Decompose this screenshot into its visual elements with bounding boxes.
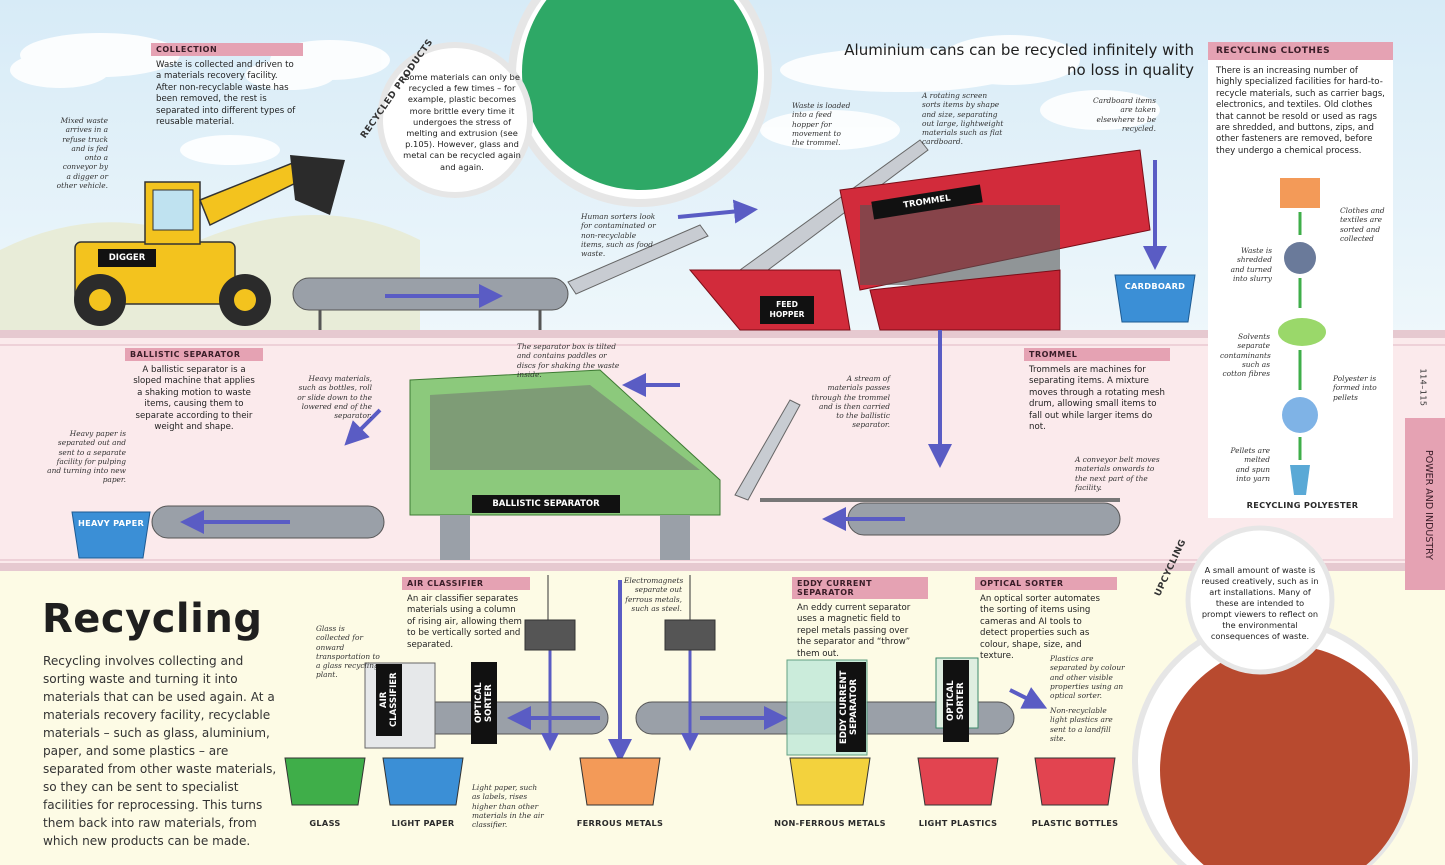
collection-header: COLLECTION: [151, 43, 303, 56]
bin-ferrous-label: FERROUS METALS: [576, 818, 664, 828]
optical-body: An optical sorter automates the sorting …: [980, 594, 1100, 662]
eddy-body: An eddy current separator uses a magneti…: [797, 603, 911, 659]
air-classifier-body: An air classifier separates materials us…: [407, 594, 522, 650]
bin-plastic-bottles-label: PLASTIC BOTTLES: [1031, 818, 1119, 828]
aluminium-quote: Aluminium cans can be recycled infinitel…: [844, 41, 1194, 79]
caption-human-sorters: Human sorters look for contaminated or n…: [581, 212, 656, 259]
caption-mixed-waste: Mixed waste arrives in a refuse truck an…: [56, 116, 108, 191]
caption-electromagnets: Electromagnets separate out ferrous meta…: [624, 576, 684, 613]
caption-cardboard-items: Cardboard items are taken elsewhere to b…: [1092, 96, 1156, 133]
upper-floor: [0, 330, 1445, 338]
recycling-clothes-box: RECYCLING CLOTHES There is an increasing…: [1208, 42, 1393, 157]
caption-plastics-separated: Plastics are separated by colour and oth…: [1050, 654, 1125, 701]
middle-floor: [0, 563, 1445, 571]
bin-cardboard-label: CARDBOARD: [1124, 281, 1186, 291]
caption-non-recyclable: Non-recyclable light plastics are sent t…: [1050, 706, 1113, 743]
bin-heavy-paper-label: HEAVY PAPER: [77, 518, 145, 528]
heavy-paper-bin-shape: [71, 511, 151, 559]
recycled-products-text: Some materials can only be recycled a fe…: [403, 72, 521, 172]
side-tab-bg: [1405, 418, 1445, 590]
intro-text: Recycling involves collecting and sortin…: [43, 654, 277, 848]
clothes-step-4: Polyester is formed into pellets: [1333, 374, 1377, 402]
caption-stream: A stream of materials passes through the…: [811, 374, 890, 430]
eddy-header: EDDY CURRENT SEPARATOR: [792, 577, 928, 599]
ballistic-header: BALLISTIC SEPARATOR: [125, 348, 263, 361]
bin-light-paper-label: LIGHT PAPER: [391, 818, 455, 828]
collection-body: Waste is collected and driven to a mater…: [156, 60, 296, 128]
caption-rotating-screen: A rotating screen sorts items by shape a…: [922, 91, 1004, 147]
page-number: 114–115: [1418, 368, 1428, 407]
air-classifier-info: AIR CLASSIFIER An air classifier separat…: [402, 577, 530, 651]
recycling-clothes-header: RECYCLING CLOTHES: [1208, 42, 1393, 60]
side-tab-label: POWER AND INDUSTRY: [1423, 450, 1434, 560]
optical-sorter-label-1: OPTICAL SORTER: [471, 662, 497, 744]
bin-glass-label: GLASS: [309, 818, 341, 828]
collection-box: COLLECTION Waste is collected and driven…: [151, 43, 303, 128]
clothes-step-3: Solvents separate contaminants such as c…: [1220, 332, 1271, 379]
caption-light-paper: Light paper, such as labels, rises highe…: [472, 783, 544, 830]
lower-bins: [284, 757, 1116, 806]
eddy-label: EDDY CURRENT SEPARATOR: [836, 662, 866, 752]
page-title: Recycling: [42, 596, 263, 642]
recycled-products-circle: [377, 0, 772, 207]
electromagnets: [524, 575, 716, 651]
ballistic-box: BALLISTIC SEPARATOR A ballistic separato…: [125, 348, 263, 433]
cardboard-bin-shape: [1114, 160, 1196, 323]
caption-glass: Glass is collected for onward transporta…: [316, 624, 380, 680]
clothes-step-1: Clothes and textiles are sorted and coll…: [1340, 206, 1385, 243]
optical-header: OPTICAL SORTER: [975, 577, 1117, 590]
feed-hopper-label: FEED HOPPER: [760, 296, 814, 324]
upcycling-text: A small amount of waste is reused creati…: [1201, 565, 1319, 641]
bin-non-ferrous-label: NON-FERROUS METALS: [774, 818, 886, 828]
trommel-box: TROMMEL Trommels are machines for separa…: [1024, 348, 1170, 433]
trommel-body: Trommels are machines for separating ite…: [1029, 365, 1165, 433]
ballistic-body: A ballistic separator is a sloped machin…: [133, 365, 255, 433]
caption-heavy-paper: Heavy paper is separated out and sent to…: [47, 429, 126, 485]
air-classifier-header: AIR CLASSIFIER: [402, 577, 530, 590]
recycling-polyester-label: RECYCLING POLYESTER: [1246, 500, 1359, 510]
clothes-flow: [1278, 178, 1326, 495]
ballistic-machine: [409, 369, 801, 560]
digger-label: DIGGER: [98, 249, 156, 267]
caption-conveyor-belt: A conveyor belt moves materials onwards …: [1075, 455, 1160, 492]
caption-waste-loaded: Waste is loaded into a feed hopper for m…: [792, 101, 851, 148]
optical-info: OPTICAL SORTER An optical sorter automat…: [975, 577, 1117, 662]
clothes-step-2: Waste is shredded and turned into slurry: [1230, 246, 1272, 283]
caption-separator-box: The separator box is tilted and contains…: [517, 342, 620, 379]
recycling-clothes-body: There is an increasing number of highly …: [1216, 66, 1385, 156]
caption-heavy-materials: Heavy materials, such as bottles, roll o…: [297, 374, 372, 421]
trommel-machine: [688, 149, 1151, 331]
air-classifier-label: AIR CLASSIFIER: [376, 664, 402, 736]
optical-sorter-label-2: OPTICAL SORTER: [943, 660, 969, 742]
bin-light-plastics-label: LIGHT PLASTICS: [918, 818, 998, 828]
conveyor-middle: [151, 373, 1121, 539]
conveyor-top: [292, 277, 569, 330]
clothes-step-5: Pellets are melted and spun into yarn: [1230, 446, 1270, 483]
ballistic-label: BALLISTIC SEPARATOR: [472, 495, 620, 513]
eddy-info: EDDY CURRENT SEPARATOR An eddy current s…: [792, 577, 928, 660]
trommel-header: TROMMEL: [1024, 348, 1170, 361]
upcycling-circle: [1132, 525, 1418, 865]
